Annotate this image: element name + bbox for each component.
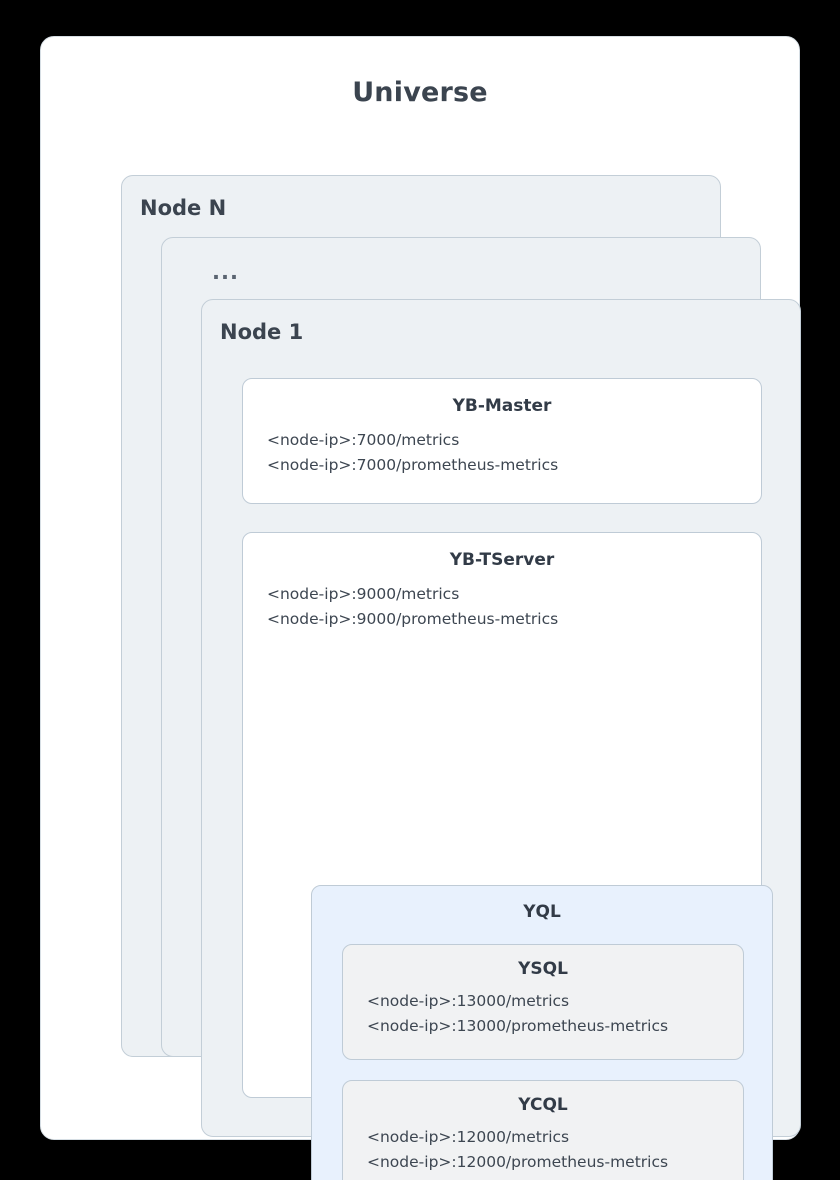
yb-master-endpoint-prometheus: <node-ip>:7000/prometheus-metrics [267,456,559,475]
ycql-endpoint-prometheus: <node-ip>:12000/prometheus-metrics [367,1153,669,1172]
node-card-1[interactable]: Node 1 YB-Master <node-ip>:7000/metrics … [201,299,801,1180]
yb-tserver-endpoint-metrics: <node-ip>:9000/metrics [267,585,460,603]
node-card-ellipsis-label: ... [212,260,239,284]
node-card-1-label: Node 1 [220,320,304,344]
node-card-n-label: Node N [140,196,227,220]
yb-tserver-title: YB-TServer [449,550,555,570]
yb-master-endpoint-metrics: <node-ip>:7000/metrics [267,431,460,449]
ycql-endpoint-metrics: <node-ip>:12000/metrics [367,1128,570,1146]
yb-tserver-endpoint-prometheus: <node-ip>:9000/prometheus-metrics [267,610,559,629]
ysql-box[interactable]: YSQL <node-ip>:13000/metrics <node-ip>:1… [342,944,744,1060]
ysql-endpoint-metrics: <node-ip>:13000/metrics [367,992,570,1010]
ycql-title: YCQL [518,1095,568,1115]
yb-master-endpoints: <node-ip>:7000/metrics <node-ip>:7000/pr… [267,428,761,478]
yb-tserver-endpoints: <node-ip>:9000/metrics <node-ip>:9000/pr… [267,582,761,632]
ysql-title: YSQL [518,959,568,979]
page-title: Universe [352,77,488,108]
universe-card: Universe Node N ... Node 1 YB-Master <no… [40,36,801,1180]
ysql-endpoints: <node-ip>:13000/metrics <node-ip>:13000/… [367,989,743,1039]
yb-master-title: YB-Master [452,396,552,416]
ycql-endpoints: <node-ip>:12000/metrics <node-ip>:12000/… [367,1125,743,1175]
ysql-endpoint-prometheus: <node-ip>:13000/prometheus-metrics [367,1017,669,1036]
yql-title: YQL [523,902,561,922]
ycql-box[interactable]: YCQL <node-ip>:12000/metrics <node-ip>:1… [342,1080,744,1180]
yb-master-box[interactable]: YB-Master <node-ip>:7000/metrics <node-i… [242,378,762,504]
yql-box[interactable]: YQL YSQL <node-ip>:13000/metrics <node-i… [311,885,773,1180]
yb-tserver-box[interactable]: YB-TServer <node-ip>:9000/metrics <node-… [242,532,773,1180]
